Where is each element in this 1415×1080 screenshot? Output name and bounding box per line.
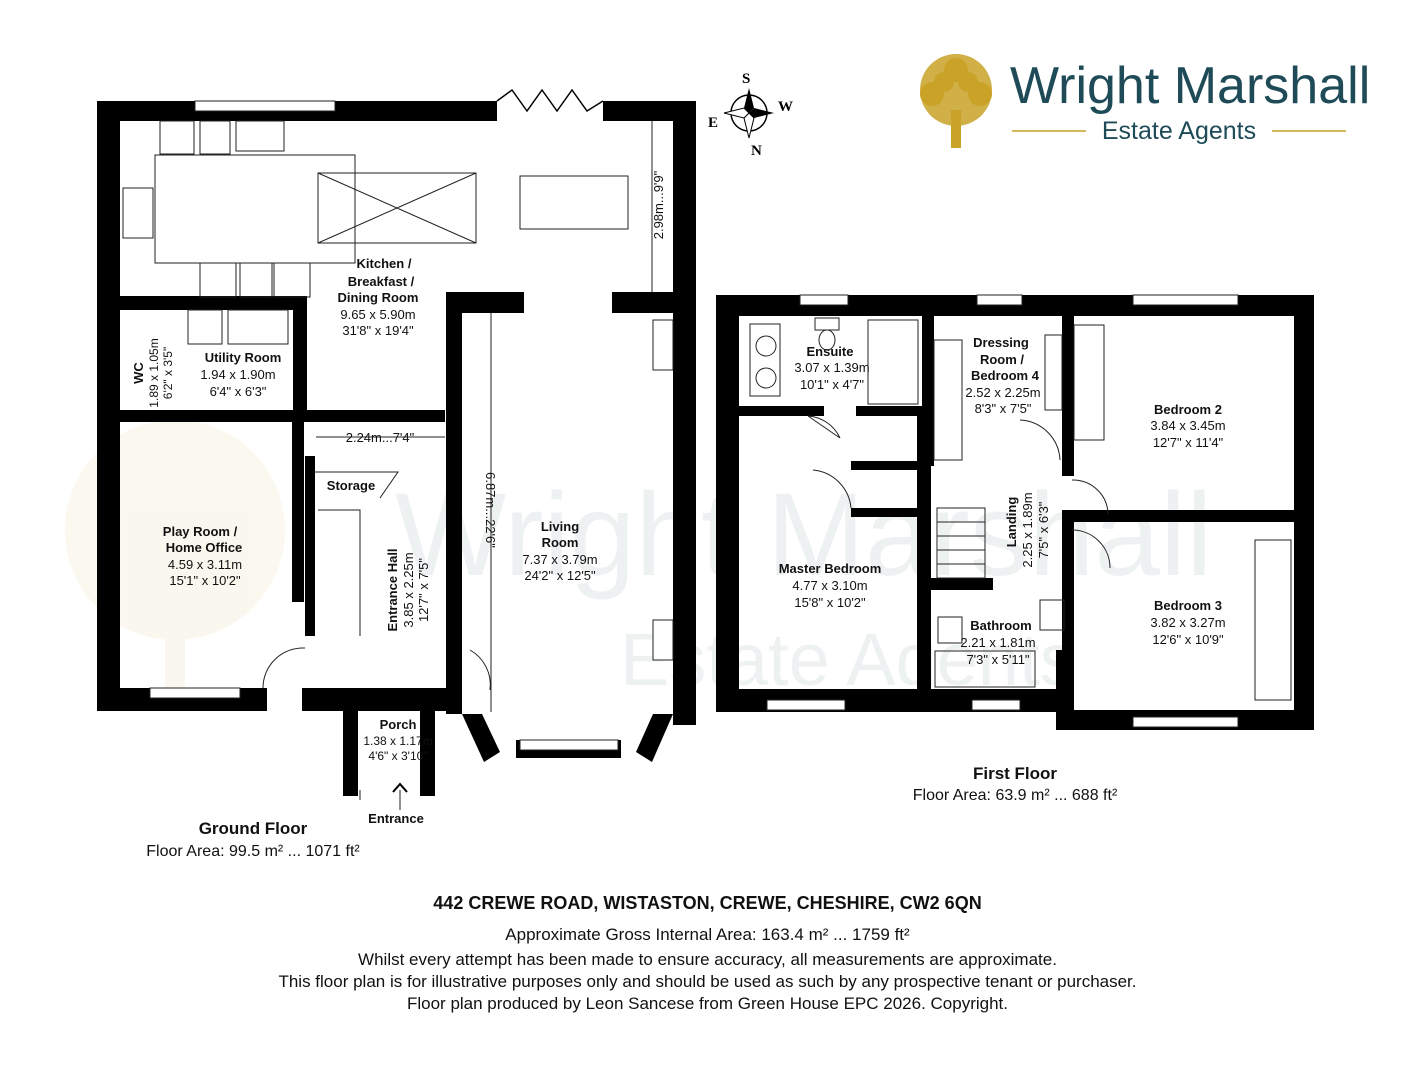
ground-floor-title: Ground Floor [198,819,308,838]
gross-area: Approximate Gross Internal Area: 163.4 m… [505,925,910,944]
hall-metric: 3.85 x 2.25m [401,552,416,627]
bed2-imperial: 12'7" x 11'4" [1153,435,1224,450]
landing-metric: 2.25 x 1.89m [1020,492,1035,567]
bed2-metric: 3.84 x 3.45m [1150,418,1225,433]
play-imperial: 15'1" x 10'2" [169,573,241,588]
wc-name: WC [131,362,146,384]
kitchen-name-2: Breakfast / [348,274,415,289]
kitchen-name-3: Dining Room [338,290,419,305]
hall-imperial: 12'7" x 7'5" [416,558,431,622]
compass-n: N [751,143,762,159]
first-floor-labels: Ensuite 3.07 x 1.39m 10'1" x 4'7" Dressi… [779,335,1226,667]
landing-imperial: 7'5" x 6'3" [1036,501,1051,558]
compass-e: E [708,115,718,131]
utility-name: Utility Room [205,350,282,365]
bed2-name: Bedroom 2 [1154,402,1222,417]
credit-line: Floor plan produced by Leon Sancese from… [406,994,1008,1013]
utility-imperial: 6'4" x 6'3" [210,384,267,399]
hall-name: Entrance Hall [385,548,400,631]
disclaimer-line-2: This floor plan is for illustrative purp… [278,972,1137,991]
kitchen-imperial: 31'8" x 19'4" [342,323,414,338]
porch-metric: 1.38 x 1.17m [363,734,432,748]
utility-metric: 1.94 x 1.90m [200,367,275,382]
ensuite-name: Ensuite [807,344,854,359]
living-name-2: Room [542,535,579,550]
ensuite-metric: 3.07 x 1.39m [794,360,869,375]
dressing-metric: 2.52 x 2.25m [965,385,1040,400]
dressing-name-1: Dressing [973,335,1029,350]
disclaimer-line-1: Whilst every attempt has been made to en… [358,950,1057,969]
master-imperial: 15'8" x 10'2" [794,595,866,610]
dressing-name-3: Bedroom 4 [971,368,1040,383]
bath-metric: 2.21 x 1.81m [960,635,1035,650]
living-name-1: Living [541,519,579,534]
brand-logo: Wright Marshall Estate Agents [920,54,1370,148]
bed3-metric: 3.82 x 3.27m [1150,615,1225,630]
play-metric: 4.59 x 3.11m [168,557,242,572]
bed3-name: Bedroom 3 [1154,598,1222,613]
first-floor-area: Floor Area: 63.9 m² ... 688 ft² [912,787,1118,804]
storage-name: Storage [327,478,375,493]
first-floor-fixtures [749,294,1292,728]
first-floor-title: First Floor [972,764,1058,783]
property-address: 442 CREWE ROAD, WISTASTON, CREWE, CHESHI… [433,893,982,913]
watermark-brand: Wright Marshall [395,469,1212,601]
compass-icon: S W E N [708,71,793,159]
living-length-dim: 6.87m...22'6" [483,472,498,548]
porch-imperial: 4'6" x 3'10" [368,749,427,763]
play-name-2: Home Office [166,540,243,555]
master-name: Master Bedroom [779,561,882,576]
wc-metric: 1.89 x 1.05m [147,338,161,407]
ground-floor-labels: Kitchen / Breakfast / Dining Room 9.65 x… [131,170,666,826]
ground-floor-fixtures [122,100,674,810]
kitchen-metric: 9.65 x 5.90m [340,307,415,322]
brand-tagline: Estate Agents [1102,117,1256,145]
living-metric: 7.37 x 3.79m [522,552,597,567]
ensuite-imperial: 10'1" x 4'7" [800,377,864,392]
compass-w: W [778,99,793,115]
bifold-door-icon [496,88,604,113]
play-name-1: Play Room / [163,524,238,539]
master-metric: 4.77 x 3.10m [792,578,867,593]
dressing-name-2: Room / [980,352,1024,367]
bed3-imperial: 12'6" x 10'9" [1152,632,1224,647]
dressing-imperial: 8'3" x 7'5" [975,401,1032,416]
entrance-label: Entrance [368,811,424,826]
hall-width-dim: 2.24m...7'4" [346,430,415,445]
compass-s: S [742,71,750,87]
tree-logo-icon [920,54,992,148]
wc-imperial: 6'2" x 3'5" [161,347,175,399]
kitchen-depth-dim: 2.98m...9'9" [651,170,666,239]
bath-name: Bathroom [970,618,1031,633]
ground-floor-area: Floor Area: 99.5 m² ... 1071 ft² [146,843,360,860]
kitchen-name-1: Kitchen / [357,256,412,271]
porch-name: Porch [380,717,417,732]
landing-name: Landing [1004,497,1019,548]
bath-imperial: 7'3" x 5'11" [966,652,1029,667]
brand-name: Wright Marshall [1010,57,1370,115]
living-imperial: 24'2" x 12'5" [524,568,596,583]
